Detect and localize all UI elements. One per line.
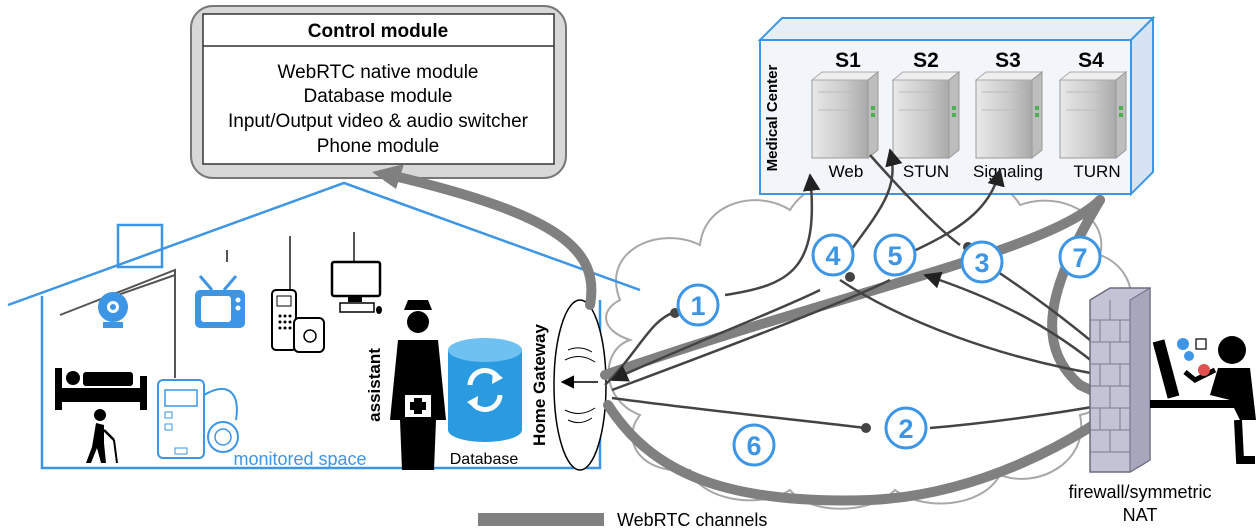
control-module-item: Database module — [304, 86, 453, 107]
control-module-item: WebRTC native module — [277, 62, 478, 83]
step-number: 7 — [1072, 243, 1087, 273]
step-3: 3 — [960, 240, 1004, 284]
phone-icon — [271, 289, 325, 353]
medical-center-label: Medical Center — [764, 64, 781, 171]
step-2: 2 — [884, 406, 928, 450]
step-number: 6 — [746, 431, 761, 461]
firewall-icon — [1089, 287, 1151, 473]
step-6: 6 — [732, 423, 776, 467]
server-id: S3 — [995, 49, 1021, 72]
server-id: S2 — [913, 49, 939, 72]
step-7: 7 — [1058, 235, 1102, 279]
legend-label: WebRTC channels — [617, 510, 767, 530]
channel-arrowhead — [372, 164, 404, 189]
nurse-icon — [390, 300, 446, 470]
server-s1: S1 Web — [810, 49, 880, 181]
control-module-item: Phone module — [317, 136, 440, 157]
step-number: 5 — [887, 241, 902, 271]
firewall-label-line2: NAT — [1123, 505, 1158, 525]
legend-swatch — [478, 513, 604, 526]
bed-icon — [55, 368, 147, 410]
assistant-label: assistant — [365, 348, 384, 422]
legend: WebRTC channels — [478, 510, 767, 530]
computer-icon — [330, 260, 382, 314]
step-number: 1 — [690, 291, 705, 321]
tv-icon — [195, 275, 245, 328]
database-icon — [448, 338, 522, 442]
control-module-panel: Control module WebRTC native module Data… — [190, 5, 567, 179]
server-role: STUN — [903, 162, 949, 181]
step-4: 4 — [811, 233, 855, 277]
control-module-title: Control module — [308, 21, 448, 42]
firewall-label-line1: firewall/symmetric — [1068, 482, 1211, 502]
step-number: 2 — [898, 414, 913, 444]
step-1: 1 — [676, 283, 720, 327]
monitoring-device-icon — [157, 379, 239, 459]
step-number: 3 — [974, 248, 989, 278]
control-module-item: Input/Output video & audio switcher — [228, 111, 529, 132]
medical-center-panel: Medical Center S1 Web S2 STUN S3 — [757, 15, 1156, 197]
server-id: S1 — [835, 49, 861, 72]
home-gateway-label: Home Gateway — [530, 324, 549, 446]
monitored-space-label: monitored space — [233, 449, 366, 469]
server-id: S4 — [1078, 49, 1104, 72]
server-role: Signaling — [973, 162, 1043, 181]
server-s4: S4 TURN — [1058, 49, 1128, 181]
home-gateway — [553, 299, 607, 471]
step-number: 4 — [825, 241, 840, 271]
server-s2: S2 STUN — [891, 49, 961, 181]
doctor-icon — [1150, 336, 1256, 464]
step-5: 5 — [873, 233, 917, 277]
webcam-icon — [98, 292, 128, 328]
elderly-person-icon — [86, 409, 118, 464]
server-role: TURN — [1073, 162, 1120, 181]
server-role: Web — [829, 162, 864, 181]
database-label: Database — [450, 451, 519, 468]
